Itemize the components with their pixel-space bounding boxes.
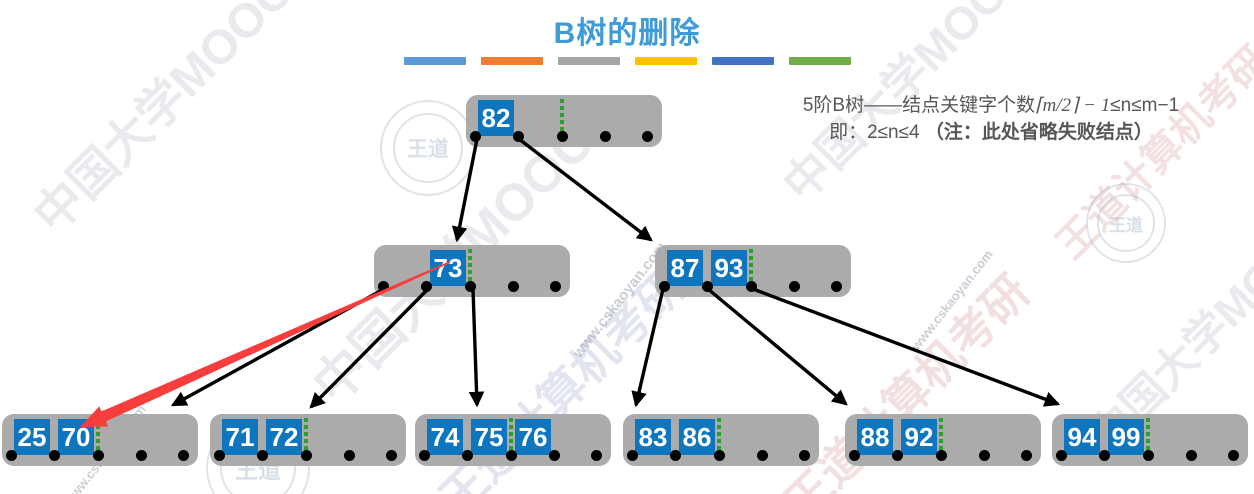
key-73: 73 (430, 250, 466, 286)
key-74: 74 (427, 419, 463, 455)
pointer-dot (48, 450, 60, 461)
min-keys-divider (1146, 418, 1150, 457)
min-keys-divider (304, 418, 308, 457)
pointer-dot (701, 281, 713, 292)
key-93: 93 (711, 250, 747, 286)
pointer-dot (745, 281, 757, 292)
min-keys-divider (749, 249, 753, 288)
pointer-dot (658, 281, 670, 292)
pointer-dot (505, 450, 517, 461)
pointer-dot (92, 450, 104, 461)
pointer-dot (549, 281, 561, 292)
pointer-dot (798, 450, 810, 461)
pointer-dot (177, 450, 189, 461)
pointer-dot (461, 450, 473, 461)
key-82: 82 (478, 100, 514, 136)
pointer-dot (5, 450, 17, 461)
pointer-dot (1020, 450, 1032, 461)
key-71: 71 (222, 419, 258, 455)
min-keys-divider (96, 418, 100, 457)
pointer-dot (556, 131, 568, 142)
key-70: 70 (58, 419, 94, 455)
pointer-dot (418, 450, 430, 461)
key-76: 76 (515, 419, 551, 455)
pointer-dot (891, 450, 903, 461)
btree-node-82: 82 (466, 95, 662, 147)
pointer-dot (756, 450, 768, 461)
pointer-dot (830, 281, 842, 292)
pointer-dot (1142, 450, 1154, 461)
pointer-dot (1098, 450, 1110, 461)
pointer-dot (385, 450, 397, 461)
pointer-dot (626, 450, 638, 461)
pointer-dot (1185, 450, 1197, 461)
key-94: 94 (1064, 419, 1100, 455)
pointer-dot (1227, 450, 1239, 461)
key-86: 86 (679, 419, 715, 455)
pointer-dot (256, 450, 268, 461)
pointer-dot (213, 450, 225, 461)
pointer-dot (935, 450, 947, 461)
pointer-dot (464, 281, 476, 292)
pointer-dot (469, 131, 481, 142)
pointer-dot (300, 450, 312, 461)
pointer-dot (512, 131, 524, 142)
pointer-dot (978, 450, 990, 461)
key-25: 25 (14, 419, 50, 455)
pointer-dot (343, 450, 355, 461)
key-88: 88 (857, 419, 893, 455)
key-83: 83 (635, 419, 671, 455)
pointer-dot (135, 450, 147, 461)
pointer-dot (848, 450, 860, 461)
pointer-dot (599, 131, 611, 142)
min-keys-divider (468, 249, 472, 288)
pointer-dot (713, 450, 725, 461)
key-92: 92 (901, 419, 937, 455)
pointer-dot (420, 281, 432, 292)
min-keys-divider (939, 418, 943, 457)
pointer-dot (641, 131, 653, 142)
key-87: 87 (667, 250, 703, 286)
min-keys-divider (560, 99, 564, 138)
pointer-dot (377, 281, 389, 292)
key-72: 72 (266, 419, 302, 455)
min-keys-divider (717, 418, 721, 457)
pointer-dot (590, 450, 602, 461)
min-keys-divider (509, 418, 513, 457)
pointer-dot (548, 450, 560, 461)
key-75: 75 (471, 419, 507, 455)
key-99: 99 (1108, 419, 1144, 455)
btree-node-73: 73 (374, 245, 570, 297)
pointer-dot (788, 281, 800, 292)
pointer-dot (1055, 450, 1067, 461)
pointer-dot (507, 281, 519, 292)
pointer-dot (669, 450, 681, 461)
